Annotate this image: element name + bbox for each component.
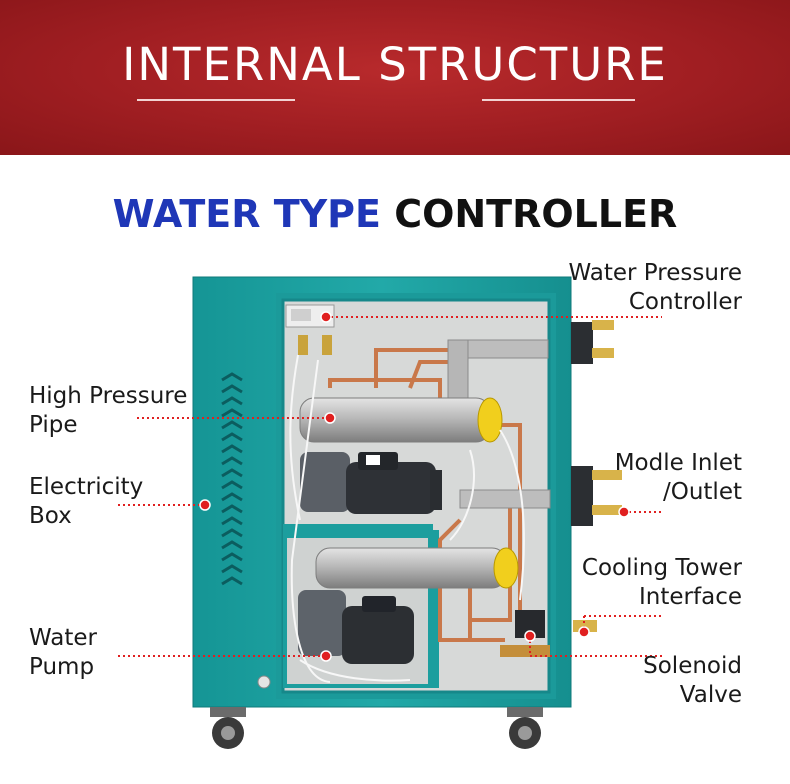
upper-pump [300,452,442,514]
callout-dot-cooling-tower [578,626,590,638]
label-line: Water [29,625,97,651]
label-line: Interface [639,584,742,610]
callout-dot-solenoid-valve [524,630,536,642]
subtitle-highlight: WATER TYPE [112,192,381,236]
label-cooling-tower-interface: Cooling Tower Interface [582,554,742,612]
title-divider-left [137,99,295,101]
label-water-pressure-controller: Water Pressure Controller [568,259,742,317]
callout-dot-water-pressure-controller [320,311,332,323]
label-line: /Outlet [662,479,742,505]
wiring [289,354,525,683]
label-line: Pump [29,654,95,680]
lower-pump [298,590,414,664]
label-modle-inlet-outlet: Modle Inlet /Outlet [615,449,742,507]
callout-dot-modle-inlet [618,506,630,518]
casters [210,707,543,749]
label-line: Cooling Tower [581,555,742,581]
label-electricity-box: Electricity Box [29,473,143,531]
callout-dot-high-pressure-pipe [324,412,336,424]
label-line: Box [29,503,72,529]
header-banner: INTERNAL STRUCTURE [0,0,790,155]
callout-dots [199,311,630,662]
label-line: Pipe [29,412,78,438]
label-line: Solenoid [643,653,742,679]
label-line: Controller [628,289,742,315]
high-pressure-tank [299,397,503,443]
label-line: Valve [679,682,742,708]
label-water-pump: Water Pump [29,624,97,682]
page-title: INTERNAL STRUCTURE [122,38,668,91]
callout-dot-electricity-box [199,499,211,511]
side-connectors [571,320,622,632]
section-subtitle: WATER TYPE CONTROLLER [0,192,790,236]
lower-tank [315,547,519,589]
label-line: Modle Inlet [614,450,742,476]
label-line: High Pressure [29,383,188,409]
callouts [118,316,662,657]
label-line: Water Pressure [568,260,742,286]
label-solenoid-valve: Solenoid Valve [643,652,742,710]
pressure-switch [285,304,335,355]
label-line: Electricity [29,474,144,500]
callout-dot-water-pump [320,650,332,662]
title-divider-right [482,99,635,101]
cable-gland [257,675,271,689]
vent-grille [221,372,243,586]
label-high-pressure-pipe: High Pressure Pipe [29,382,187,440]
subtitle-rest: CONTROLLER [394,192,678,236]
